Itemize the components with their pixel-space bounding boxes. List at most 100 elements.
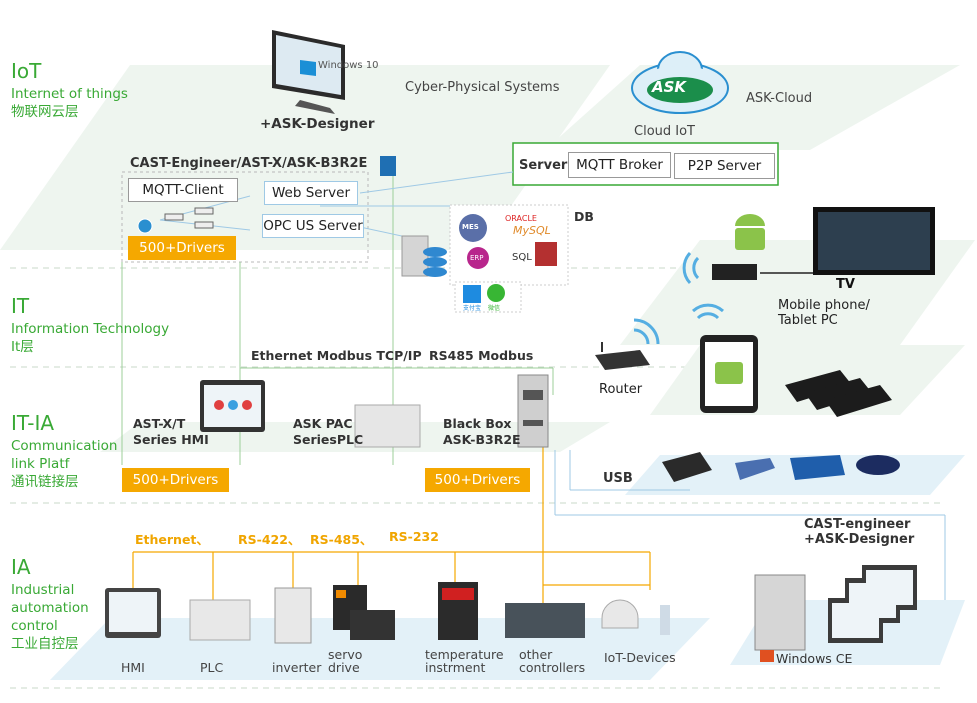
device-other-2: controllers xyxy=(519,660,586,675)
ia-hmi-icon xyxy=(105,588,161,638)
mes-gear-icon xyxy=(459,214,487,242)
engineer-box xyxy=(121,171,369,263)
device-hmi: HMI xyxy=(121,660,145,675)
cloud-iot-label: Cloud IoT xyxy=(634,124,695,139)
protocol-ethernet: Ethernet、 xyxy=(135,532,209,547)
protocol-rs232: RS-232 xyxy=(389,529,439,544)
windows-ce-label: Windows CE xyxy=(776,651,853,666)
bb-label-2: ASK-B3R2E xyxy=(443,432,521,447)
temperature-icon xyxy=(438,582,478,640)
mobile-label-2: Tablet PC xyxy=(778,313,838,328)
engineer-drivers: 500+Drivers xyxy=(128,236,236,260)
web-server-box: Web Server xyxy=(264,181,358,205)
protocol-rs422: RS-422、 xyxy=(238,532,301,547)
comm-hmi-icon xyxy=(200,380,265,432)
iot-device-icon xyxy=(601,599,670,635)
ia-en1: Industrial xyxy=(11,582,75,598)
set-top-box-icon xyxy=(712,264,757,280)
cps-label: Cyber-Physical Systems xyxy=(405,80,560,95)
it-cn: It层 xyxy=(11,339,34,355)
cps-plane xyxy=(0,65,610,250)
device-temp-2: instrment xyxy=(425,660,486,675)
wifi-icons xyxy=(633,251,725,345)
ask-cloud-label: ASK-Cloud xyxy=(746,91,813,106)
usb-devices-icon xyxy=(662,452,900,482)
opc-server-box: OPC US Server xyxy=(262,214,364,238)
tv-label: TV xyxy=(836,277,855,292)
ia-en3: control xyxy=(11,618,58,634)
ia-plc-icon xyxy=(189,599,251,641)
phones-icon xyxy=(785,370,892,417)
itia-en1: Communication xyxy=(11,438,118,454)
engineer-screen-icon xyxy=(380,156,396,176)
designer-label: +ASK-Designer xyxy=(260,116,375,132)
ia-title: IA xyxy=(11,555,31,579)
iot-cn: 物联网云层 xyxy=(11,104,79,120)
drivers-right: 500+Drivers xyxy=(425,468,530,492)
cast-engineer-label: CAST-engineer xyxy=(804,517,911,532)
windows-flag-icon xyxy=(760,650,774,662)
device-servo-2: drive xyxy=(328,660,360,675)
monitor-icon xyxy=(272,30,345,114)
android-icon-top xyxy=(735,214,765,250)
servo-icon xyxy=(333,585,395,640)
drivers-left: 500+Drivers xyxy=(122,468,229,492)
router-icon xyxy=(595,342,650,370)
erp-icon xyxy=(467,247,489,269)
cloud-plane xyxy=(545,65,960,150)
cloud-logo-text: ASK xyxy=(652,78,687,96)
wince-rack-icon xyxy=(754,574,806,651)
black-box-icon xyxy=(517,374,549,448)
p2p-server-box: P2P Server xyxy=(674,153,775,179)
pac-icon xyxy=(354,404,421,448)
hmi-label-1: AST-X/T xyxy=(133,416,186,431)
it-en: Information Technology xyxy=(11,321,170,337)
itia-cn: 通讯链接层 xyxy=(11,474,79,490)
usb-label: USB xyxy=(603,471,633,486)
mysql-label: MySQL xyxy=(513,224,551,237)
driver-tree-icon xyxy=(137,207,214,234)
alipay-label: 支付宝 xyxy=(463,305,482,312)
hmi-label-2: Series HMI xyxy=(133,432,209,447)
itia-en2: link Platf xyxy=(11,456,70,472)
iot-en: Internet of things xyxy=(11,86,128,102)
inverter-icon xyxy=(274,587,312,644)
sql-label: SQL xyxy=(512,252,532,263)
iot-title: IoT xyxy=(11,59,42,83)
controllers-icon xyxy=(505,603,585,638)
rs485-modbus-label: RS485 Modbus xyxy=(429,348,534,363)
device-temp-1: temperature xyxy=(425,647,504,662)
windows10-label: Windows 10 xyxy=(318,60,379,71)
itia-title: IT-IA xyxy=(11,411,55,435)
router-label: Router xyxy=(599,382,643,397)
wechat-label: 微信 xyxy=(488,305,501,312)
access-icon xyxy=(535,242,557,266)
mqtt-client-box: MQTT-Client xyxy=(128,178,238,202)
db-server-icon xyxy=(401,235,447,277)
ia-cn: 工业自控层 xyxy=(11,636,79,652)
protocol-rs485: RS-485、 xyxy=(310,532,373,547)
alipay-icon xyxy=(463,285,481,303)
tablet-icon xyxy=(700,335,758,413)
pac-label-1: ASK PAC xyxy=(293,416,353,431)
ia-en2: automation xyxy=(11,600,89,616)
tv-icon xyxy=(813,207,935,275)
device-servo-1: servo xyxy=(328,647,363,662)
cloud-icon xyxy=(631,51,729,114)
pac-label-2: SeriesPLC xyxy=(293,432,364,447)
device-other-1: other xyxy=(519,647,553,662)
ethernet-modbus-label: Ethernet Modbus TCP/IP xyxy=(251,348,422,363)
mobile-label-1: Mobile phone/ xyxy=(778,298,870,313)
orange-bus xyxy=(132,445,651,615)
device-inverter: inverter xyxy=(272,660,322,675)
ask-designer-label: +ASK-Designer xyxy=(804,532,915,547)
it-title: IT xyxy=(11,294,30,318)
db-label: DB xyxy=(574,209,594,224)
server-label: Server xyxy=(519,158,568,173)
oracle-label: ORACLE xyxy=(505,214,537,223)
erp-label: ERP xyxy=(470,254,484,262)
mes-label: MES xyxy=(462,223,479,231)
bb-label-1: Black Box xyxy=(443,416,512,431)
device-plc: PLC xyxy=(200,660,224,675)
